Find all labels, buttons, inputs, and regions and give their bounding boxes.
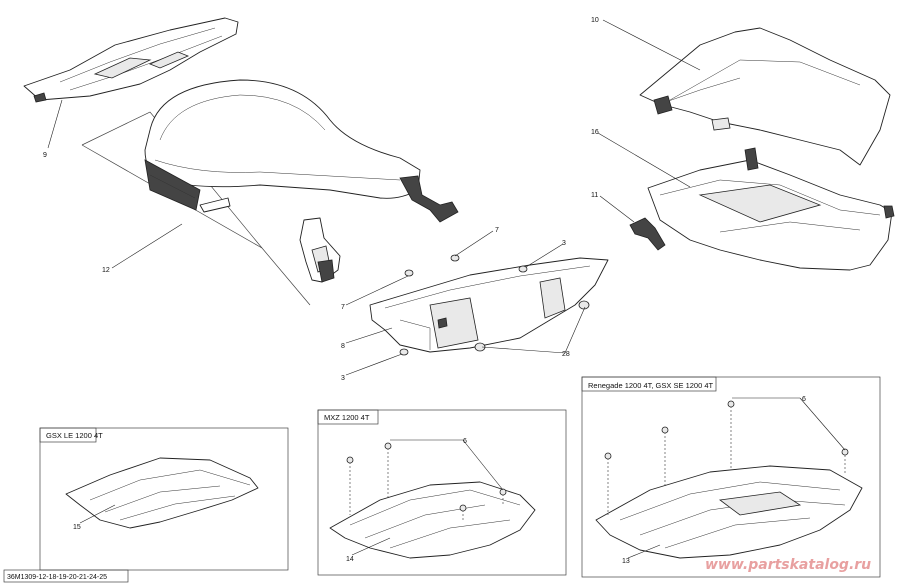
fasteners-center	[399, 254, 590, 356]
box-title-gsx-le: GSX LE 1200 4T	[46, 431, 103, 440]
drawing-id: 36M1309-12-18-19-20-21-24-25	[7, 574, 107, 581]
callout-number: 10	[591, 17, 599, 24]
callout-number: 12	[102, 267, 110, 274]
part-8-rear-panel	[369, 257, 609, 353]
callout-number: 6	[463, 438, 467, 445]
callout-number: 15	[73, 524, 81, 531]
part-12-seat	[81, 79, 459, 306]
callout-number: 7	[495, 227, 499, 234]
leader-lines	[47, 19, 846, 559]
callout-number: 13	[622, 558, 630, 565]
part-11-clip	[629, 217, 666, 251]
part-9-panel	[23, 17, 239, 103]
callout-number: 16	[591, 129, 599, 136]
part-10-cover	[639, 27, 891, 166]
box-title-mxz: MXZ 1200 4T	[324, 413, 370, 422]
box-title-renegade: Renegade 1200 4T, GSX SE 1200 4T	[588, 381, 714, 390]
callout-number: 3	[341, 375, 345, 382]
callout-number: 6	[802, 396, 806, 403]
box-renegade: Renegade 1200 4T, GSX SE 1200 4T	[581, 376, 881, 578]
box-mxz: MXZ 1200 4T	[317, 409, 567, 576]
callout-numbers: 10 9 16 11 12 7 3 7 8 28 3 15 6 14 6 13	[43, 17, 806, 565]
box-gsx-le: GSX LE 1200 4T	[39, 427, 289, 571]
callout-number: 11	[591, 192, 598, 199]
part-16-tray	[647, 147, 895, 271]
seat-bracket	[299, 217, 341, 283]
callout-number: 28	[562, 351, 570, 358]
callout-number: 7	[341, 304, 345, 311]
callout-number: 3	[562, 240, 566, 247]
watermark: www.partskatalog.ru	[705, 557, 871, 573]
callout-number: 8	[341, 343, 345, 350]
callout-number: 9	[43, 152, 47, 159]
drawing-id-block: 36M1309-12-18-19-20-21-24-25	[3, 569, 129, 583]
callout-number: 14	[346, 556, 354, 563]
